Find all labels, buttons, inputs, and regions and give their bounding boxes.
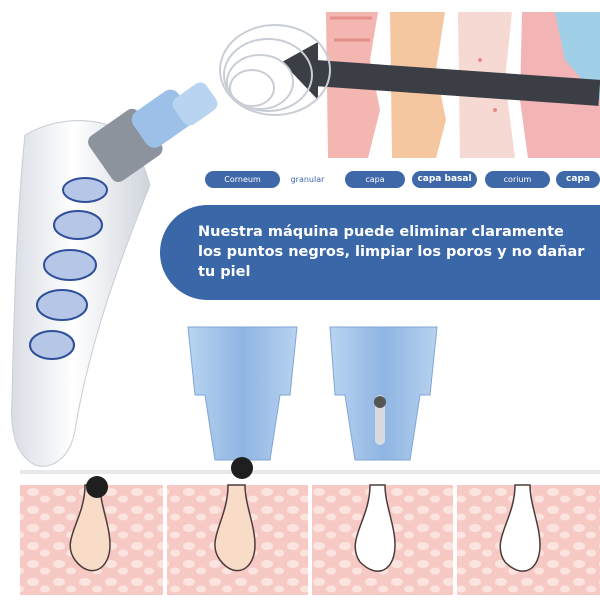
layer-label-corium: corium: [485, 171, 550, 188]
suction-arrow: [282, 42, 600, 106]
layer-label-capa: capa: [345, 171, 405, 188]
skin-cross-section: [20, 470, 600, 600]
suction-cup-right: [329, 326, 438, 461]
blackhead-remover-device: [11, 82, 218, 467]
suction-vortex: [219, 24, 331, 116]
device-internal-components: [29, 177, 108, 360]
info-banner: [160, 205, 600, 300]
suction-cup-left: [187, 326, 298, 479]
layer-label-corneum: Corneum: [205, 171, 280, 188]
layer-label-granular: granular: [290, 175, 325, 184]
layer-label-capa-2: capa: [556, 171, 600, 188]
banner-text: Nuestra máquina puede eliminar clarament…: [198, 224, 585, 280]
layer-label-capa-basal: capa basal: [412, 171, 477, 188]
